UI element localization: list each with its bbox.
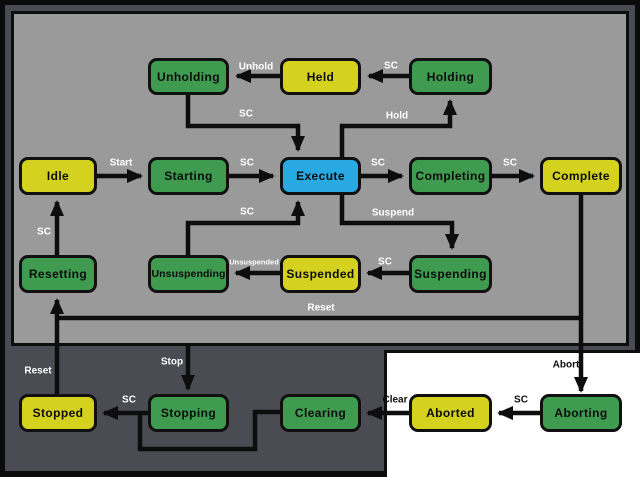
transition-label-start: Start: [109, 157, 133, 169]
state-label: Idle: [46, 169, 70, 183]
transition-label-sc-holding-held: SC: [384, 60, 398, 72]
state-label: Held: [306, 69, 335, 84]
transition-label-reset-complete: Reset: [307, 302, 335, 314]
transition-label-unsuspended: Unsuspended: [229, 257, 279, 267]
state-starting: Starting: [148, 157, 229, 195]
state-label: Execute: [296, 169, 345, 183]
arrow-execute-to-suspending: [339, 195, 459, 250]
transition-label-sc-resetting-idle: SC: [37, 226, 51, 238]
state-label: Completing: [415, 169, 486, 183]
transition-label-reset-stopped: Reset: [24, 365, 52, 377]
state-label: Clearing: [294, 406, 347, 420]
state-complete: Complete: [540, 157, 622, 195]
transition-label-hold: Hold: [385, 110, 409, 122]
transition-label-sc-aborting-aborted: SC: [514, 394, 528, 406]
transition-label-unhold: Unhold: [238, 61, 274, 73]
state-label: Stopped: [32, 406, 84, 420]
line-clearing-to-stopped: [137, 409, 280, 452]
transition-label-sc-starting-execute: SC: [240, 157, 254, 169]
state-label: Aborting: [554, 406, 608, 420]
state-clearing: Clearing: [280, 394, 361, 432]
transition-label-sc-suspending-suspended: SC: [378, 256, 392, 268]
state-stopped: Stopped: [19, 394, 97, 432]
transition-label-sc-stopping-stopped: SC: [122, 394, 136, 406]
arrow-unholding-to-execute: [185, 95, 305, 152]
state-label: Suspended: [286, 267, 355, 281]
state-label: Unholding: [157, 69, 220, 84]
state-held: Held: [280, 58, 361, 95]
state-resetting: Resetting: [19, 255, 97, 293]
state-unsuspending: Unsuspending: [148, 255, 229, 293]
state-execute: Execute: [280, 157, 361, 195]
arrow-unsuspending-to-execute: [185, 200, 305, 255]
state-label: Complete: [552, 169, 610, 183]
transition-label-sc-execute-completing: SC: [371, 157, 385, 169]
state-idle: Idle: [19, 157, 97, 195]
state-stopping: Stopping: [148, 394, 229, 432]
transition-label-sc-unsuspending-execute: SC: [240, 206, 254, 218]
state-suspended: Suspended: [280, 255, 361, 293]
state-completing: Completing: [409, 157, 492, 195]
state-label: Starting: [164, 169, 213, 183]
transition-label-abort: Abort: [552, 359, 580, 371]
state-label: Aborted: [426, 406, 475, 420]
transition-label-stop: Stop: [160, 356, 184, 368]
state-holding: Holding: [409, 58, 492, 95]
state-label: Suspending: [414, 267, 487, 281]
arrow-execute-to-holding: [339, 99, 457, 157]
transition-label-sc-completing-complete: SC: [503, 157, 517, 169]
state-aborting: Aborting: [540, 394, 622, 432]
state-label: Stopping: [160, 406, 217, 420]
state-label: Resetting: [28, 267, 88, 281]
state-label: Unsuspending: [151, 268, 226, 280]
transition-label-suspend: Suspend: [371, 207, 415, 219]
transition-label-sc-unholding-execute: SC: [239, 108, 253, 120]
state-suspending: Suspending: [409, 255, 492, 293]
state-label: Holding: [426, 69, 475, 84]
state-aborted: Aborted: [409, 394, 492, 432]
transition-label-clear: Clear: [382, 394, 408, 406]
state-unholding: Unholding: [148, 58, 229, 95]
